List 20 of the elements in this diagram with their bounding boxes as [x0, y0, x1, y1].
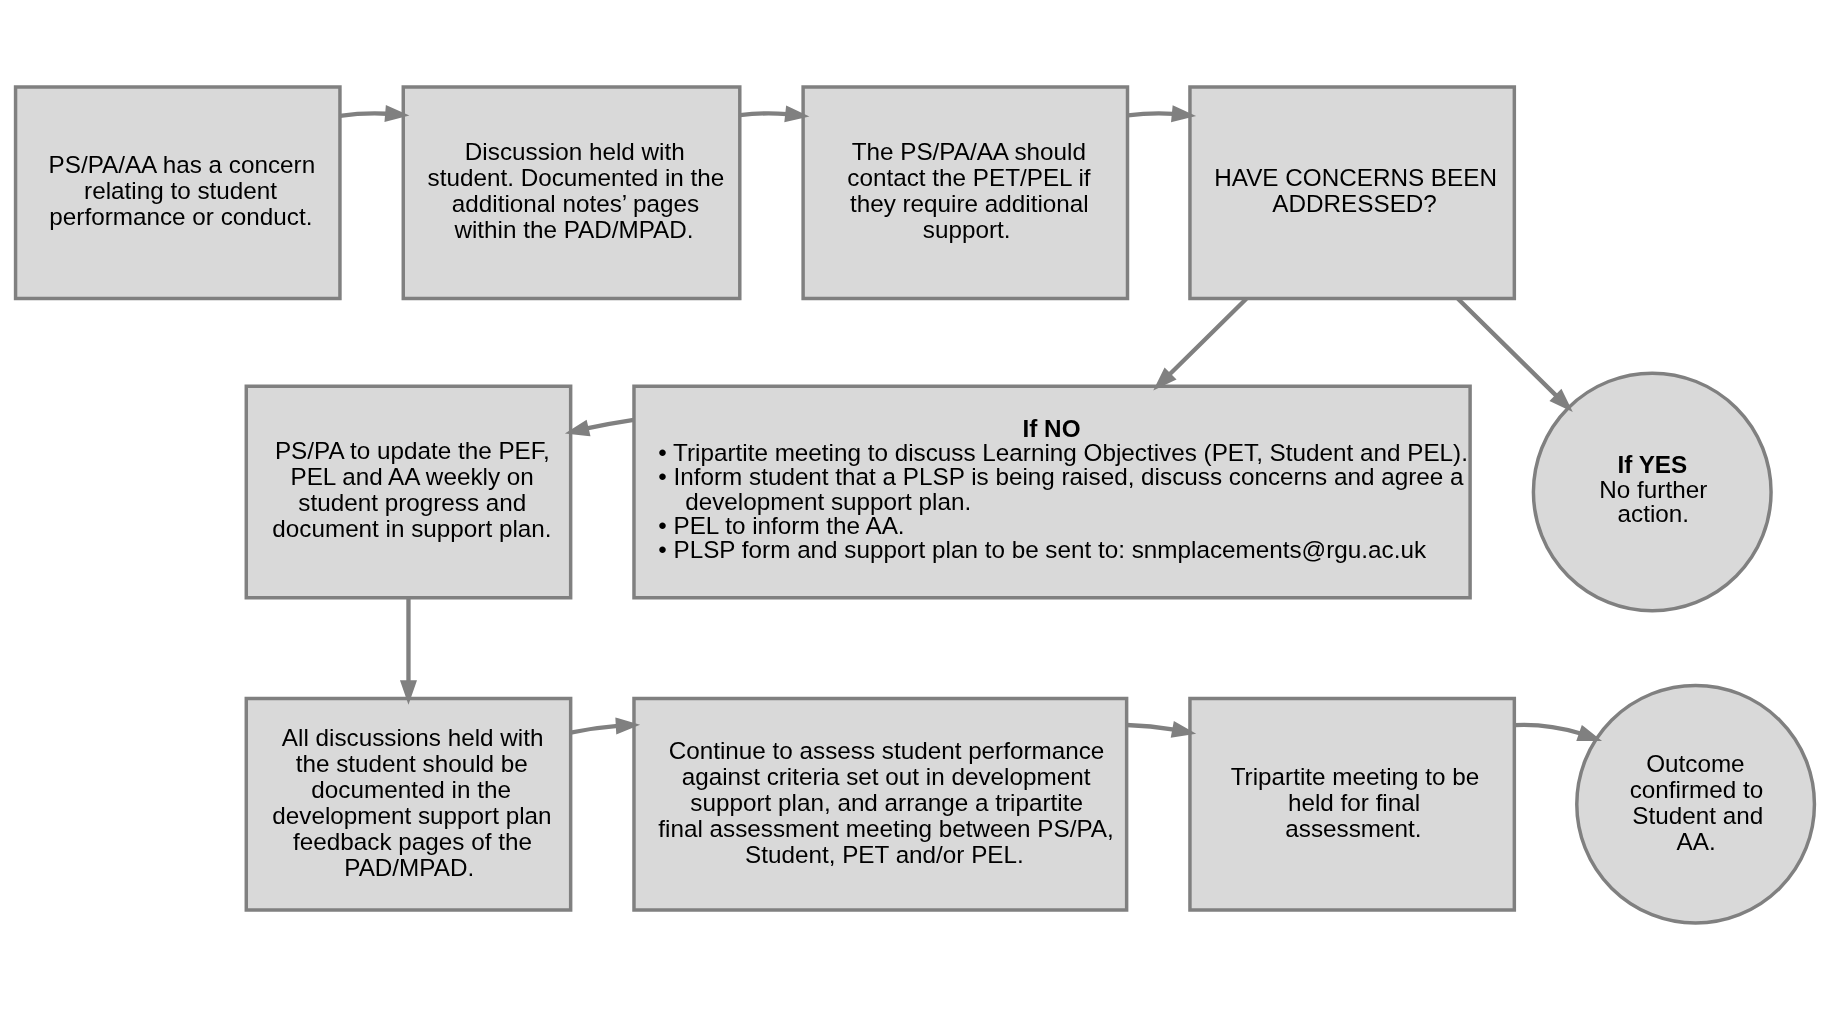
node-box: HAVE CONCERNS BEEN ADDRESSED?	[1188, 85, 1517, 301]
node-circle: If YES No further action.	[1531, 371, 1773, 613]
arrow	[399, 598, 417, 705]
node-box: Tripartite meeting to be held for final assessment.	[1188, 696, 1517, 912]
arrow	[570, 717, 641, 735]
arrow	[1456, 297, 1573, 412]
node-box: All discussions held with the student should be documented in the development support plan feedback pages of the PAD/MPAD.	[244, 696, 573, 912]
node-box: Continue to assess student performance against criteria set out in development support plan, and arrange a tripartite final assessment meeting between PS/PA, Student, PET and/or PEL.	[632, 696, 1129, 912]
arrow	[339, 105, 410, 123]
arrow	[739, 105, 810, 123]
node-box: The PS/PA/AA should contact the PET/PEL if they require additional support.	[801, 85, 1130, 301]
node-box: Discussion held with student. Documented in the additional notes’ pages within the PAD/MPAD.	[401, 85, 742, 301]
node-box: PS/PA/AA has a concern relating to student performance or conduct.	[13, 85, 342, 301]
node-box: PS/PA to update the PEF, PEL and AA weekly on student progress and document in support plan.	[244, 384, 573, 600]
arrow	[1126, 720, 1197, 738]
arrow	[1127, 105, 1197, 123]
node-box: If NO • Tripartite meeting to discuss Learning Objectives (PET, Student and PEL). • Inform student that a PLSP is being raised, discuss concerns and agree a development support plan. • PEL to inform the AA. • PLSP form and support plan to be sent to: snmplacements@rgu.ac.uk	[632, 384, 1472, 600]
arrow	[564, 417, 635, 437]
arrow	[1153, 297, 1248, 391]
arrow	[1514, 722, 1603, 742]
